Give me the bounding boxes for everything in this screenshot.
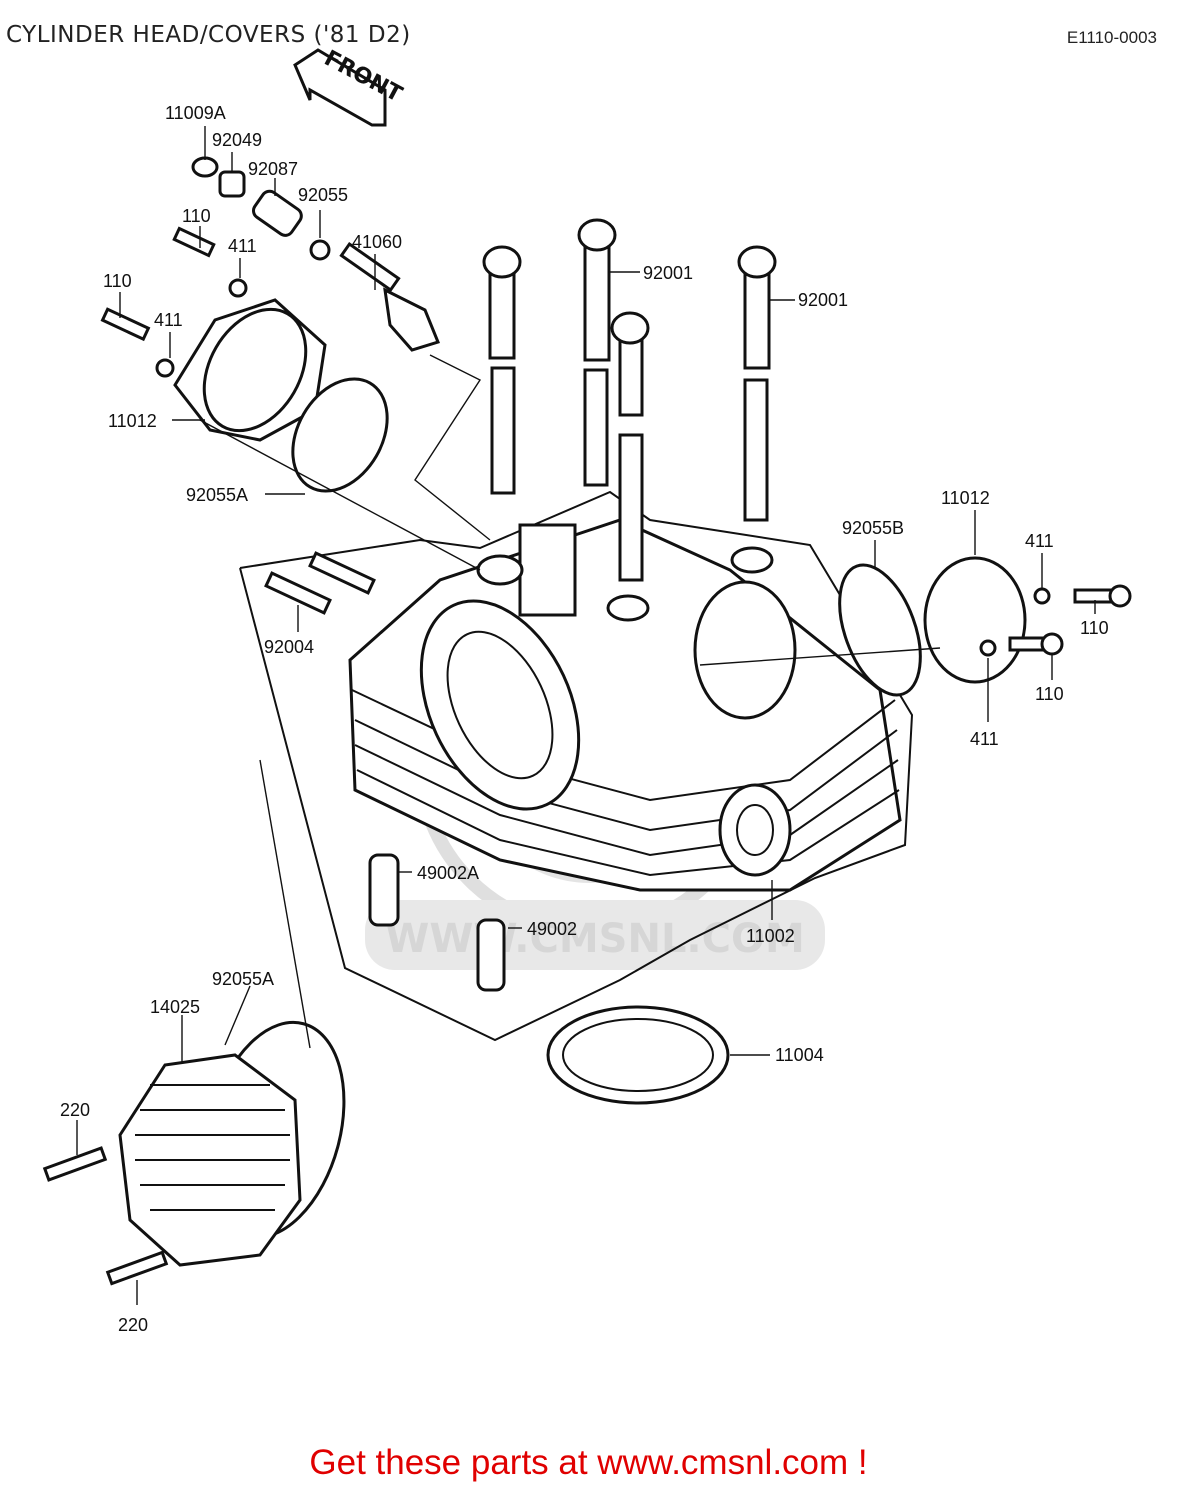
- part-labels: 11009A 92049 92087 92055 110 411 41060 1…: [60, 103, 1109, 1335]
- part-label-11012-left: 11012: [108, 411, 157, 431]
- tach-drive-gear: [339, 241, 441, 352]
- part-label-411-b: 411: [154, 310, 183, 330]
- part-label-92087: 92087: [248, 159, 298, 179]
- right-tappet-cover: [838, 556, 1132, 697]
- head-gasket-ring: [546, 1005, 730, 1105]
- valve-guides: [368, 853, 506, 992]
- part-label-11012-right: 11012: [941, 488, 990, 508]
- part-label-92055: 92055: [298, 185, 348, 205]
- part-label-92001-b: 92001: [798, 290, 848, 310]
- part-label-11002: 11002: [746, 926, 795, 946]
- cmsnl-parts-link[interactable]: Get these parts at www.cmsnl.com !: [309, 1443, 868, 1482]
- part-label-92001-a: 92001: [643, 263, 693, 283]
- short-studs: [264, 551, 376, 615]
- diagram-code: E1110-0003: [1066, 28, 1157, 47]
- part-label-110-c: 110: [1080, 618, 1109, 638]
- watermark-text: WWW.CMSNL.COM: [385, 916, 805, 962]
- stud-bolts: [482, 218, 777, 582]
- front-arrow: FRONT: [293, 46, 406, 127]
- left-tappet-cover: [173, 298, 389, 493]
- part-label-110-a: 110: [182, 206, 211, 226]
- part-label-49002a: 49002A: [417, 863, 479, 883]
- part-label-220-a: 220: [60, 1100, 90, 1120]
- part-label-41060: 41060: [352, 232, 402, 252]
- part-label-14025: 14025: [150, 997, 200, 1017]
- part-label-49002: 49002: [527, 919, 577, 939]
- leader-lines: [76, 126, 1096, 1305]
- part-label-92004: 92004: [264, 637, 314, 657]
- part-label-11004: 11004: [775, 1045, 824, 1065]
- part-label-92055a-bottom: 92055A: [212, 969, 274, 989]
- part-label-92049: 92049: [212, 130, 262, 150]
- cylinder-head: [348, 518, 902, 892]
- part-label-92055b: 92055B: [842, 518, 904, 538]
- part-label-92055a-top: 92055A: [186, 485, 248, 505]
- fittings-upper-left: [100, 156, 331, 378]
- diagram-title: CYLINDER HEAD/COVERS ('81 D2): [6, 22, 411, 48]
- front-cover: [42, 1020, 346, 1286]
- part-label-110-d: 110: [1035, 684, 1064, 704]
- part-label-11009a: 11009A: [165, 103, 226, 123]
- part-label-220-b: 220: [118, 1315, 148, 1335]
- part-label-110-b: 110: [103, 271, 132, 291]
- part-label-411-a: 411: [228, 236, 257, 256]
- part-label-411-c: 411: [1025, 531, 1054, 551]
- part-label-411-d: 411: [970, 729, 999, 749]
- assembly-boundary: [239, 490, 914, 1042]
